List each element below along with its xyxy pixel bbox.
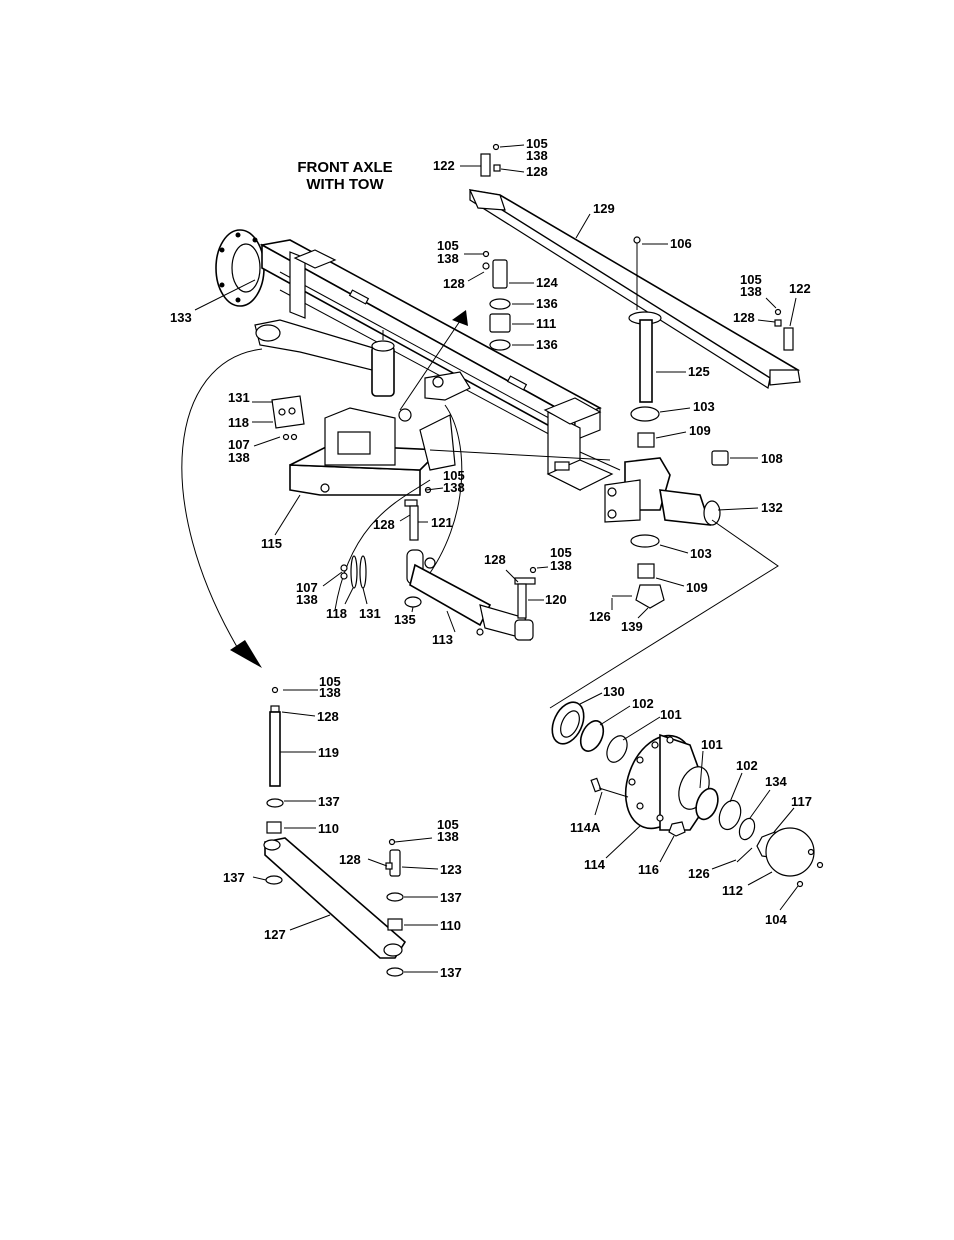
pin-stack-124 xyxy=(482,250,511,351)
callout-label: 128 xyxy=(443,276,465,291)
callout-label: 116 xyxy=(638,862,659,877)
callout-label: 109 xyxy=(689,423,711,438)
callout-label: 129 xyxy=(593,201,615,216)
callout-label: 101 xyxy=(660,707,682,722)
callout-label: 132 xyxy=(761,500,783,515)
callout-label: 126 xyxy=(589,609,611,624)
callout-label: 123 xyxy=(440,862,462,877)
lower-pin-lever-assembly xyxy=(263,686,407,977)
tie-rod-upper xyxy=(468,143,801,389)
pin-120 xyxy=(514,566,537,619)
callout-label: 138 xyxy=(550,558,572,573)
callout-label: 102 xyxy=(632,696,654,711)
callout-label: 128 xyxy=(339,852,361,867)
callout-label: 108 xyxy=(761,451,783,466)
callout-label: 138 xyxy=(437,829,459,844)
kingpin-spindle-assembly xyxy=(604,236,729,609)
callout-labels: 105 138 122 128 129 106 105 138 128 124 … xyxy=(170,136,812,980)
callout-label: 121 xyxy=(431,515,453,530)
callout-label: 135 xyxy=(394,612,416,627)
callout-label: 105 xyxy=(437,238,459,253)
callout-label: 137 xyxy=(440,890,462,905)
callout-label: 107 xyxy=(296,580,318,595)
callout-label: 119 xyxy=(318,745,339,760)
callout-label: 134 xyxy=(765,774,787,789)
callout-label: 110 xyxy=(440,918,461,933)
callout-label: 105 xyxy=(437,817,459,832)
callout-label: 138 xyxy=(319,685,341,700)
callout-label: 128 xyxy=(317,709,339,724)
callout-label: 105 xyxy=(740,272,762,287)
callout-label: 104 xyxy=(765,912,787,927)
callout-label: 137 xyxy=(440,965,462,980)
callout-label: 105 xyxy=(443,468,465,483)
title-line-2: WITH TOW xyxy=(306,176,384,193)
plate-bracket-lower xyxy=(340,555,367,589)
callout-label: 117 xyxy=(791,794,812,809)
callout-label: 138 xyxy=(437,251,459,266)
callout-label: 113 xyxy=(432,632,453,647)
callout-label: 138 xyxy=(526,148,548,163)
callout-label: 138 xyxy=(228,450,250,465)
title-line-1: FRONT AXLE xyxy=(297,159,392,176)
callout-label: 120 xyxy=(545,592,567,607)
callout-label: 137 xyxy=(223,870,245,885)
callout-label: 114 xyxy=(584,857,606,872)
callout-label: 118 xyxy=(228,415,249,430)
callout-label: 131 xyxy=(228,390,250,405)
callout-label: 122 xyxy=(789,281,811,296)
callout-label: 111 xyxy=(536,316,556,331)
leader-lines xyxy=(194,144,799,973)
callout-label: 103 xyxy=(690,546,712,561)
callout-label: 131 xyxy=(359,606,381,621)
callout-label: 107 xyxy=(228,437,250,452)
callout-label: 105 xyxy=(319,674,341,689)
callout-label: 127 xyxy=(264,927,286,942)
callout-label: 126 xyxy=(688,866,710,881)
callout-label: 112 xyxy=(722,883,743,898)
callout-label: 138 xyxy=(443,480,465,495)
callout-label: 118 xyxy=(326,606,347,621)
callout-label: 115 xyxy=(261,536,282,551)
callout-label: 101 xyxy=(701,737,723,752)
callout-label: 136 xyxy=(536,296,558,311)
callout-label: 125 xyxy=(688,364,710,379)
callout-label: 128 xyxy=(733,310,755,325)
axle-beam-assembly xyxy=(215,229,621,496)
callout-label: 133 xyxy=(170,310,192,325)
callout-label: 110 xyxy=(318,821,339,836)
callout-label: 109 xyxy=(686,580,708,595)
wheel-hub-assembly xyxy=(551,701,824,888)
pin-121 xyxy=(404,486,432,541)
plate-bracket-upper xyxy=(271,395,305,441)
callout-label: 122 xyxy=(433,158,455,173)
callout-label: 114A xyxy=(570,820,601,835)
callout-label: 138 xyxy=(740,284,762,299)
callout-label: 106 xyxy=(670,236,692,251)
callout-label: 130 xyxy=(603,684,625,699)
callout-label: 137 xyxy=(318,794,340,809)
callout-label: 105 xyxy=(550,545,572,560)
callout-label: 128 xyxy=(526,164,548,179)
callout-label: 102 xyxy=(736,758,758,773)
steering-cylinder-113 xyxy=(404,549,534,641)
callout-label: 128 xyxy=(373,517,395,532)
callout-label: 128 xyxy=(484,552,506,567)
callout-label: 136 xyxy=(536,337,558,352)
callout-label: 103 xyxy=(693,399,715,414)
callout-label: 105 xyxy=(526,136,548,151)
callout-label: 124 xyxy=(536,275,558,290)
callout-label: 138 xyxy=(296,592,318,607)
callout-label: 139 xyxy=(621,619,643,634)
